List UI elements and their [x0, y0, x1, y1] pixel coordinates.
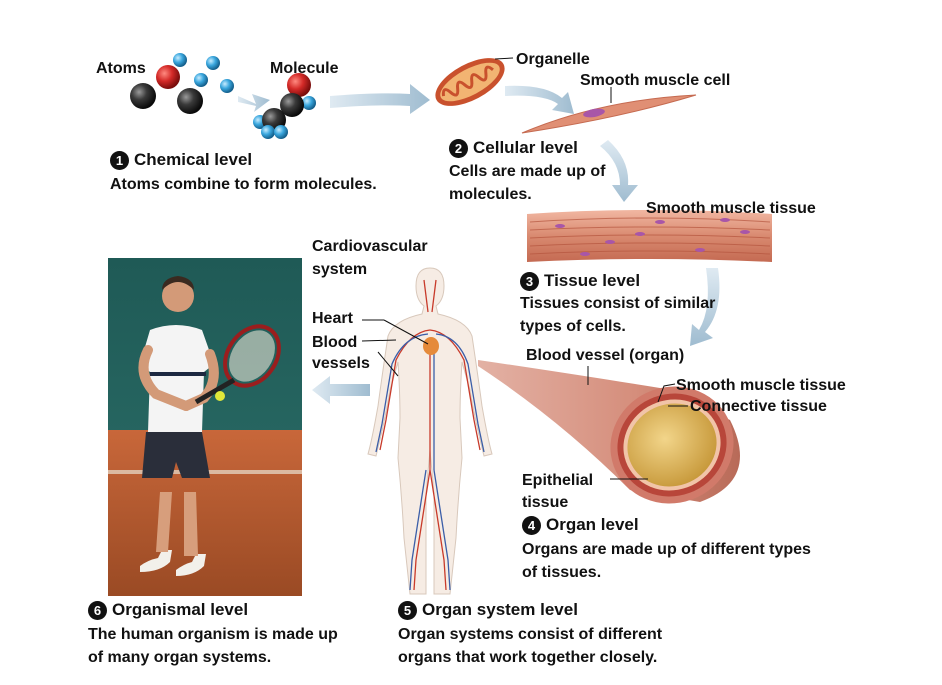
level-1-description: Atoms combine to form molecules.: [110, 176, 377, 193]
organelle-label: Organelle: [516, 51, 590, 68]
smooth-muscle-tissue-layer-label: Smooth muscle tissue: [676, 377, 846, 394]
level-number-icon: 5: [398, 600, 417, 620]
level-number-icon: 6: [88, 600, 107, 620]
arrow-icon: [600, 140, 638, 202]
level-number-icon: 1: [110, 150, 129, 170]
arrow-icon: [238, 94, 270, 112]
level-2-title: 2 Cellular level: [449, 138, 578, 158]
atoms-label: Atoms: [96, 60, 146, 77]
connective-tissue-label: Connective tissue: [690, 398, 827, 415]
level-3-description: Tissues consist of similar types of cell…: [520, 295, 716, 335]
level-1-title: 1 Chemical level: [110, 150, 252, 170]
level-5-description: Organ systems consist of different organ…: [398, 626, 663, 666]
smooth-muscle-tissue-label: Smooth muscle tissue: [646, 200, 816, 217]
level-4-title: 4 Organ level: [522, 515, 639, 535]
level-number-icon: 4: [522, 515, 541, 535]
level-4-description: Organs are made up of different types of…: [522, 541, 811, 581]
arrow-icon: [330, 84, 430, 114]
level-3-title: 3 Tissue level: [520, 271, 640, 291]
smooth-muscle-cell-illustration: [521, 94, 697, 134]
smooth-muscle-cell-label: Smooth muscle cell: [580, 72, 731, 89]
level-number-icon: 3: [520, 271, 539, 291]
blood-vessel-illustration: [478, 360, 740, 504]
level-6-description: The human organism is made up of many or…: [88, 626, 338, 666]
cardiovascular-system-label: Cardiovascular system: [312, 238, 428, 278]
molecule-label: Molecule: [270, 60, 339, 77]
heart-label: Heart: [312, 310, 353, 327]
epithelial-tissue-label: Epithelial tissue: [522, 472, 594, 511]
arrow-icon: [312, 376, 370, 404]
blood-vessels-label: Blood vessels: [312, 334, 370, 372]
level-2-description: Cells are made up of molecules.: [449, 163, 606, 203]
arrow-icon: [505, 85, 574, 114]
molecule-illustration: [253, 73, 316, 139]
level-number-icon: 2: [449, 138, 468, 158]
level-6-title: 6 Organismal level: [88, 600, 248, 620]
organism-photo: [108, 258, 302, 596]
arrow-icon: [690, 268, 720, 346]
blood-vessel-organ-label: Blood vessel (organ): [526, 347, 685, 364]
cardiovascular-body-illustration: [367, 267, 493, 595]
smooth-muscle-tissue-illustration: [527, 210, 772, 262]
level-5-title: 5 Organ system level: [398, 600, 578, 620]
organelle-illustration: [435, 58, 505, 106]
atoms-illustration: [130, 53, 234, 114]
